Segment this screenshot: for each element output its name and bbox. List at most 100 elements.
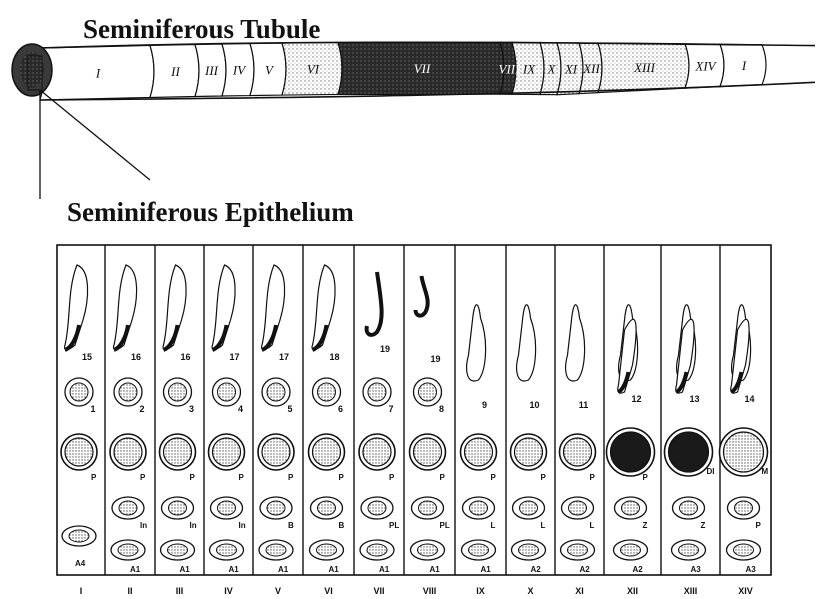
spermatid-step-label: 17 xyxy=(229,352,239,362)
spermatid-step-number: 7 xyxy=(388,404,393,414)
spermatogonium-nucleus xyxy=(367,544,387,556)
spermatocyte-label: P xyxy=(140,473,146,482)
germ-cell-label: Z xyxy=(701,521,706,530)
spermatocyte-nucleus xyxy=(611,432,651,472)
stage-label: VI xyxy=(324,586,333,596)
germ-cell-nucleus xyxy=(680,501,698,515)
spermatocyte-nucleus xyxy=(669,432,709,472)
spermatid-step-label: 19 xyxy=(380,344,390,354)
germ-cell-nucleus xyxy=(267,501,285,515)
round-spermatid-nucleus xyxy=(218,383,236,401)
stage-label: VII xyxy=(373,586,384,596)
spermatocyte-nucleus xyxy=(465,438,493,466)
spermatid-step-number: 4 xyxy=(238,404,243,414)
germ-cell-nucleus xyxy=(419,501,437,515)
germ-cell-label: PL xyxy=(440,521,450,530)
spermatogonium-nucleus xyxy=(69,530,89,542)
spermatogonium-label: A4 xyxy=(75,559,86,568)
spermatogonium-label: A1 xyxy=(130,565,141,574)
germ-cell-label: L xyxy=(590,521,595,530)
stage-label: IV xyxy=(224,586,233,596)
spermatid-step-number: 10 xyxy=(529,400,539,410)
stage-label: XII xyxy=(627,586,638,596)
spermatid-step-number: 13 xyxy=(689,394,699,404)
germ-cell-nucleus xyxy=(218,501,236,515)
round-spermatid-nucleus xyxy=(419,383,437,401)
epithelium-frame xyxy=(57,245,771,575)
spermatocyte-label: P xyxy=(643,473,649,482)
spermatogonium-nucleus xyxy=(418,544,438,556)
stage-column: 198PPLA1VIII xyxy=(410,276,450,596)
elongated-spermatid xyxy=(416,276,428,316)
spermatocyte-label: P xyxy=(590,473,596,482)
spermatogonium-nucleus xyxy=(317,544,337,556)
spermatogonium-nucleus xyxy=(568,544,588,556)
spermatid-step-label: 16 xyxy=(131,352,141,362)
spermatogonium-label: A2 xyxy=(580,565,591,574)
spermatocyte-label: P xyxy=(91,473,97,482)
germ-cell-nucleus xyxy=(622,501,640,515)
stage-label: VIII xyxy=(423,586,437,596)
germ-cell-label: B xyxy=(339,521,345,530)
spermatogonium-label: A2 xyxy=(531,565,542,574)
spermatocyte-nucleus xyxy=(313,438,341,466)
spermatogonium-nucleus xyxy=(679,544,699,556)
germ-cell-nucleus xyxy=(735,501,753,515)
elongating-spermatid xyxy=(517,305,536,381)
spermatogonium-label: A1 xyxy=(379,565,390,574)
round-spermatid-nucleus xyxy=(169,383,187,401)
spermatid-step-number: 3 xyxy=(189,404,194,414)
spermatocyte-nucleus xyxy=(164,438,192,466)
germ-cell-label: In xyxy=(239,521,246,530)
stage-label: XIV xyxy=(738,586,753,596)
round-spermatid-nucleus xyxy=(368,383,386,401)
spermatogonium-label: A3 xyxy=(691,565,702,574)
spermatocyte-nucleus xyxy=(262,438,290,466)
spermatogonium-label: A1 xyxy=(430,565,441,574)
round-spermatid-nucleus xyxy=(119,383,137,401)
spermatid-step-number: 12 xyxy=(631,394,641,404)
round-spermatid-nucleus xyxy=(70,383,88,401)
round-spermatid-nucleus xyxy=(318,383,336,401)
spermatogonium-label: A1 xyxy=(481,565,492,574)
spermatocyte-label: P xyxy=(288,473,294,482)
spermatogonium-nucleus xyxy=(469,544,489,556)
spermatocyte-label: P xyxy=(440,473,446,482)
stage-label: X xyxy=(527,586,533,596)
stage-column: 186PBA1VI xyxy=(309,265,345,596)
spermatid-step-number: 9 xyxy=(482,400,487,410)
spermatid-step-label: 17 xyxy=(279,352,289,362)
germ-cell-label: L xyxy=(491,521,496,530)
germ-cell-nucleus xyxy=(520,501,538,515)
stage-column: 12PZA2XII xyxy=(607,305,655,596)
spermatid-step-number: 8 xyxy=(439,404,444,414)
spermatogonium-nucleus xyxy=(519,544,539,556)
spermatogonium-nucleus xyxy=(266,544,286,556)
spermatocyte-nucleus xyxy=(363,438,391,466)
spermatocyte-nucleus xyxy=(515,438,543,466)
germ-cell-nucleus xyxy=(368,501,386,515)
spermatid-step-number: 11 xyxy=(579,400,589,410)
stage-label: V xyxy=(275,586,281,596)
stage-label: II xyxy=(127,586,132,596)
germ-cell-label: L xyxy=(541,521,546,530)
round-spermatid-nucleus xyxy=(267,383,285,401)
stage-label: XI xyxy=(575,586,584,596)
spermatocyte-label: P xyxy=(541,473,547,482)
elongated-spermatid xyxy=(367,272,382,335)
stage-label: IX xyxy=(476,586,485,596)
spermatocyte-label: DI xyxy=(707,467,715,476)
spermatogonium-nucleus xyxy=(734,544,754,556)
germ-cell-nucleus xyxy=(470,501,488,515)
stage-column: 162PInA1II xyxy=(110,265,147,596)
germ-cell-label: P xyxy=(756,521,762,530)
spermatocyte-nucleus xyxy=(414,438,442,466)
stage-label: I xyxy=(80,586,83,596)
spermatid-step-number: 5 xyxy=(287,404,292,414)
spermatogonium-label: A1 xyxy=(329,565,340,574)
germ-cell-label: PL xyxy=(389,521,399,530)
